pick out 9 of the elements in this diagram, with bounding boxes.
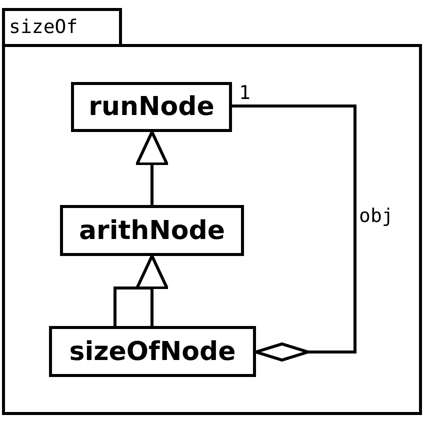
class-box: sizeOfNode bbox=[49, 326, 256, 377]
inheritance-arrow bbox=[136, 130, 168, 205]
class-box: arithNode bbox=[60, 205, 244, 256]
inheritance-arrow bbox=[114, 254, 168, 328]
class-box: runNode bbox=[71, 82, 232, 132]
package-tab: sizeOf bbox=[2, 8, 122, 44]
package-frame bbox=[2, 8, 422, 415]
aggregation-line bbox=[232, 104, 356, 362]
multiplicity-label: 1 bbox=[239, 82, 250, 104]
